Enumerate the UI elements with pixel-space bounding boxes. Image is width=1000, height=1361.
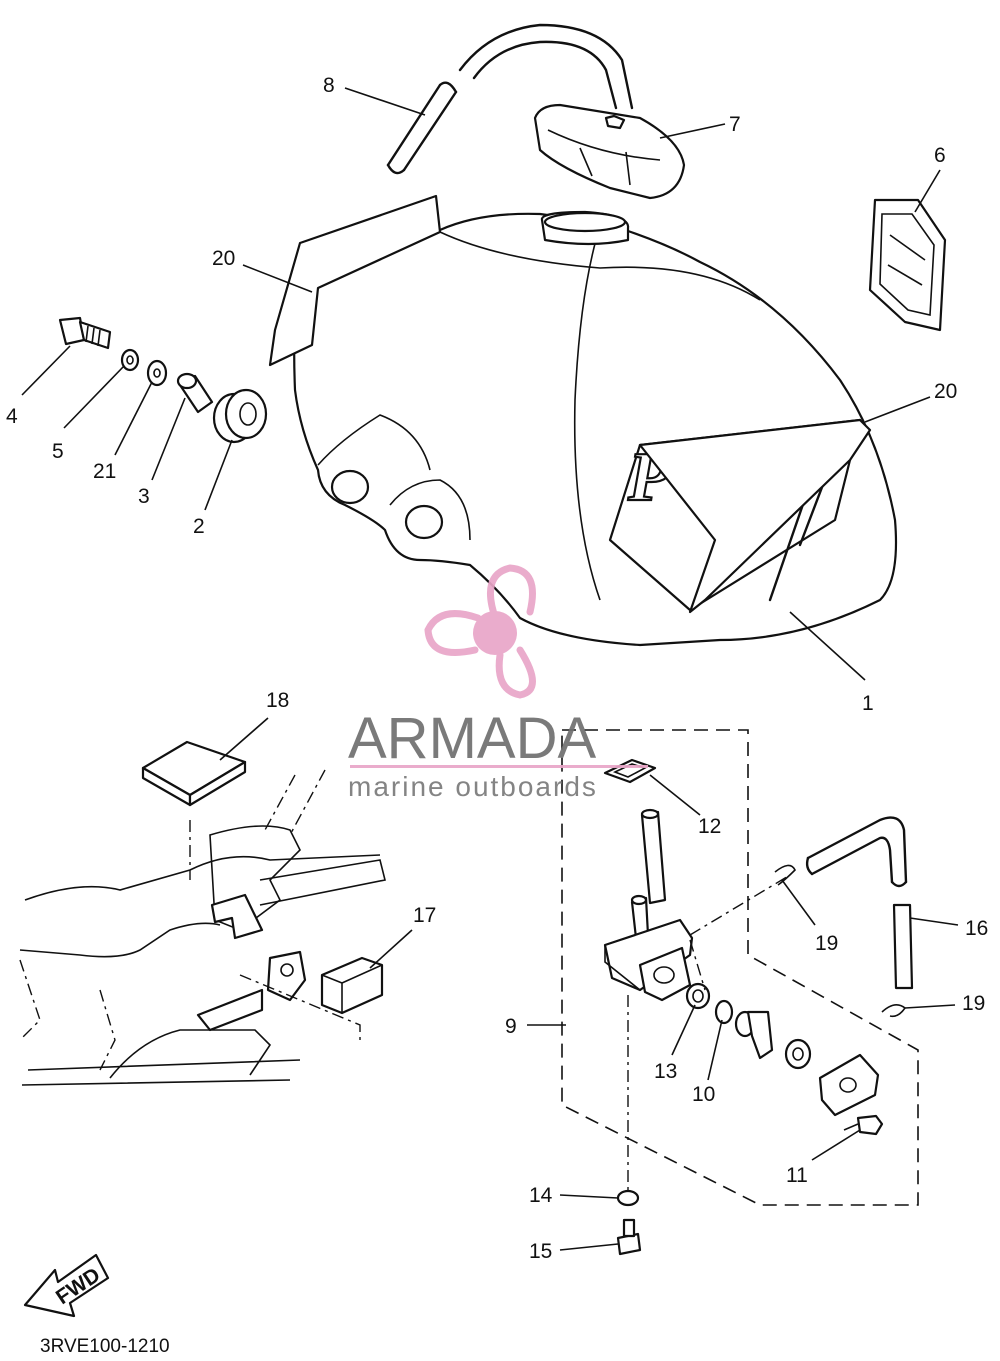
watermark-underline [350,765,648,768]
callout-6: 6 [934,144,946,167]
callout-9: 9 [505,1015,517,1038]
lever-assembly [734,1010,774,1060]
grommet [212,388,268,444]
callout-3: 3 [138,485,150,508]
mounting-bolt [58,316,112,350]
callout-11: 11 [786,1164,808,1187]
propeller-hub [473,611,517,655]
callout-10: 10 [692,1083,715,1106]
lever-plate [818,1053,880,1117]
drain-bolt [616,1218,642,1256]
fuel-cock-assembly-boundary [561,729,919,1206]
breather-hose [386,23,634,175]
callout-2: 2 [193,515,205,538]
strainer-oring [685,982,711,1010]
callout-21: 21 [93,460,116,483]
callout-4: 4 [6,405,18,428]
tank-cover-sheet-right [638,418,872,614]
callout-8: 8 [323,74,335,97]
callout-20-left: 20 [212,247,235,270]
callout-7: 7 [729,113,741,136]
callout-19-lower: 19 [962,992,985,1015]
callout-1: 1 [862,692,874,715]
frame-section [19,769,386,1086]
damper-pad-top [141,740,247,807]
hose-clip-lower [881,1004,907,1018]
leader-lines [21,87,959,1251]
wave-washer [784,1038,812,1070]
propeller-icon [424,564,536,699]
lock-washer [120,348,140,372]
callout-15: 15 [529,1240,552,1263]
fuel-cock-oring [714,999,734,1025]
fuel-hose-lower [892,903,914,990]
tank-emblem-bracket [868,198,947,332]
callout-20-right: 20 [934,380,957,403]
drain-washer [616,1189,640,1207]
callout-19-upper: 19 [815,932,838,955]
tank-cover-sheet-left [268,194,442,367]
callout-17: 17 [413,904,436,927]
damper-block [320,956,384,1015]
armada-logo-watermark: ARMADA marine outboards [348,564,648,802]
assembly-centerlines [627,874,791,1190]
fuel-cock-gasket [603,758,657,784]
fuel-cap [533,103,686,200]
callout-13: 13 [654,1060,677,1083]
callout-14: 14 [529,1184,553,1207]
fuel-cock [603,808,694,1002]
plain-washer [146,359,168,387]
watermark-brand: ARMADA [348,706,596,771]
callout-16: 16 [965,917,988,940]
fuel-hose-upper [805,816,908,888]
forward-arrow-icon: FWD [23,1253,110,1318]
callout-18: 18 [266,689,289,712]
collar [176,372,214,414]
plate-screw [843,1114,884,1136]
callout-5: 5 [52,440,64,463]
callout-12: 12 [698,815,721,838]
diagram-code: 3RVE100-1210 [40,1336,170,1357]
callout-numbers: 1 2 3 4 5 6 7 8 9 10 11 12 13 14 15 16 1… [6,74,988,1263]
watermark-tagline: marine outboards [348,771,598,802]
